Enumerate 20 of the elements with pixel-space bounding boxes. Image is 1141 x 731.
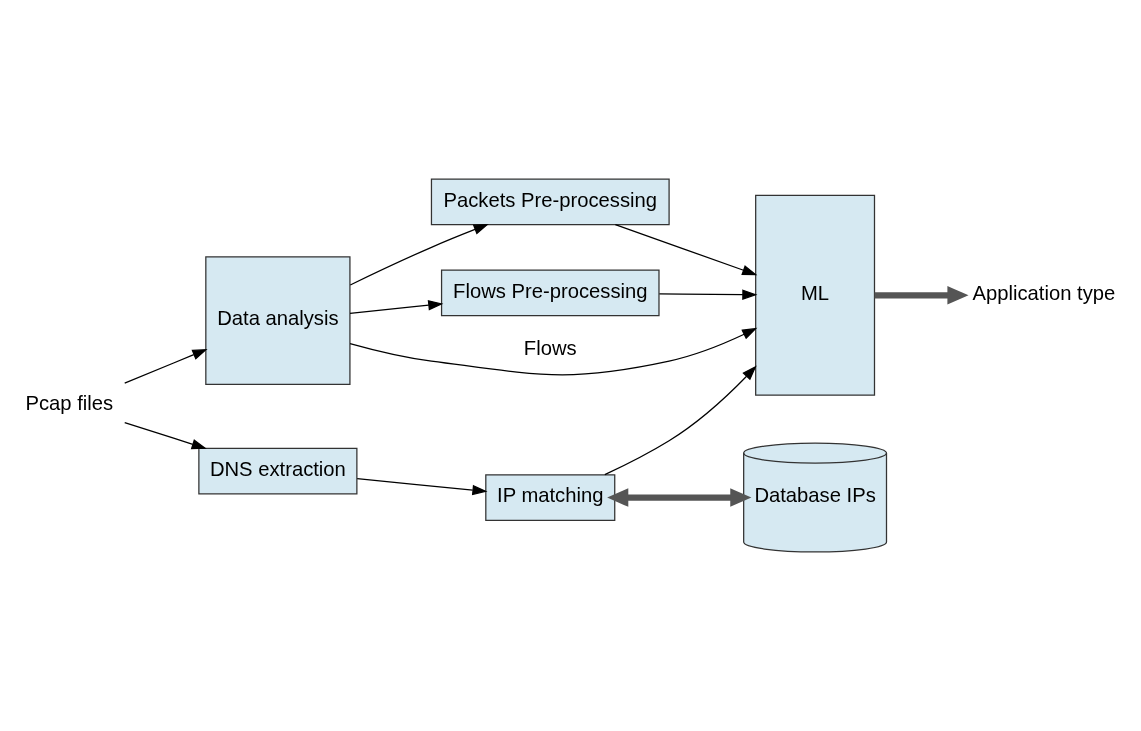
node-box: ML [755,194,876,396]
arrow [124,349,208,384]
arrow [607,488,752,507]
arrow [124,421,207,450]
arrow [356,478,488,496]
node-box: Data analysis [205,256,351,386]
node-box: IP matching [485,474,616,521]
arrow [614,223,758,276]
node-box: Packets Pre-processing [430,178,670,226]
node-box: Flows Pre-processing [440,269,660,317]
arrow [349,224,489,286]
arrow [349,327,758,376]
node-box: DNS extraction [198,447,358,495]
arrow [874,286,969,305]
arrow [604,365,757,476]
arrow [349,299,444,314]
node-text: Pcap files [25,392,114,415]
arrow [658,289,758,300]
edge-label: Flows [523,336,577,359]
node-text: Application type [972,282,1116,305]
